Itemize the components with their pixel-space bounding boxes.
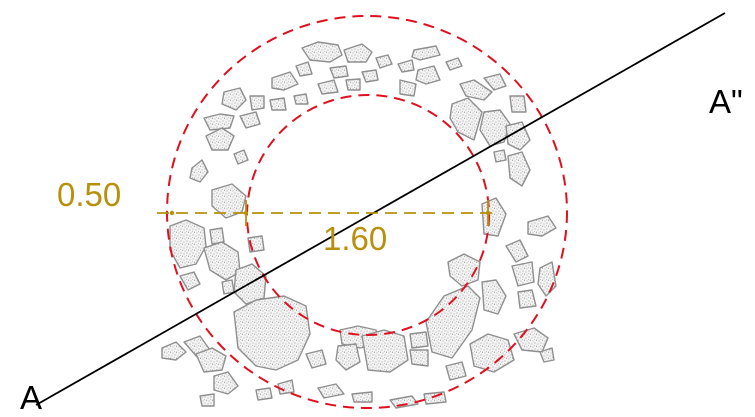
stone — [389, 395, 419, 409]
stone — [335, 343, 361, 371]
stone — [469, 333, 515, 373]
stone — [527, 215, 557, 237]
inner-dashed-circle — [246, 94, 490, 336]
stone — [517, 289, 537, 309]
stone — [271, 71, 299, 91]
stone — [169, 219, 207, 269]
stone — [483, 73, 507, 91]
stone — [301, 41, 343, 63]
stone — [361, 329, 409, 373]
stone — [195, 347, 227, 373]
stone — [293, 93, 309, 105]
stone — [199, 393, 215, 407]
ring-outlines — [166, 15, 568, 409]
stone — [239, 111, 261, 129]
stone — [233, 149, 249, 165]
stone — [329, 65, 349, 79]
stone — [221, 87, 247, 111]
stone — [345, 78, 361, 91]
stone — [269, 97, 287, 111]
stone — [351, 391, 373, 403]
stone — [343, 43, 373, 63]
stone — [203, 113, 235, 131]
stone — [409, 331, 429, 349]
stone — [317, 383, 345, 399]
stone — [505, 239, 529, 263]
stone — [537, 261, 557, 297]
stone — [481, 197, 507, 237]
ring-thickness-label: 0.50 — [57, 176, 121, 213]
stone — [409, 349, 429, 367]
stone — [479, 109, 511, 147]
stone — [509, 95, 527, 113]
stone — [221, 279, 235, 295]
dimension-dot — [169, 210, 175, 216]
stone — [305, 349, 327, 369]
stone — [511, 261, 535, 287]
stone — [375, 54, 393, 69]
stone — [505, 121, 531, 151]
stone — [411, 45, 441, 61]
stone — [161, 341, 187, 361]
outer-dashed-circle — [166, 15, 568, 409]
stone — [295, 61, 313, 77]
stone — [481, 279, 507, 315]
dimension-dot — [243, 210, 249, 216]
stone — [189, 159, 209, 183]
inner-diameter-label: 1.60 — [323, 220, 387, 257]
stone — [425, 285, 481, 359]
stone — [317, 79, 339, 95]
dimension-line — [157, 200, 497, 226]
stone — [399, 79, 417, 97]
stone — [423, 391, 447, 405]
section-end-label: A" — [709, 83, 743, 120]
stone — [179, 271, 201, 291]
stone — [447, 253, 481, 287]
stone — [205, 127, 235, 151]
stone — [397, 59, 415, 73]
section-start-label: A — [20, 379, 42, 416]
stone — [277, 379, 295, 395]
section-line — [35, 12, 726, 406]
stone — [361, 69, 379, 83]
stone — [255, 387, 273, 401]
stone — [249, 95, 265, 111]
stone — [445, 57, 463, 71]
dimension-dot — [485, 210, 491, 216]
stone — [209, 227, 225, 245]
stone — [513, 327, 549, 353]
stone — [539, 347, 555, 363]
stone — [449, 97, 483, 141]
stone — [415, 65, 441, 85]
stone — [213, 371, 239, 395]
stone — [211, 183, 247, 219]
stone — [459, 79, 493, 101]
stone — [493, 149, 507, 163]
stone — [507, 151, 531, 187]
stone — [233, 295, 311, 371]
stone — [445, 361, 467, 381]
stone — [203, 241, 241, 281]
